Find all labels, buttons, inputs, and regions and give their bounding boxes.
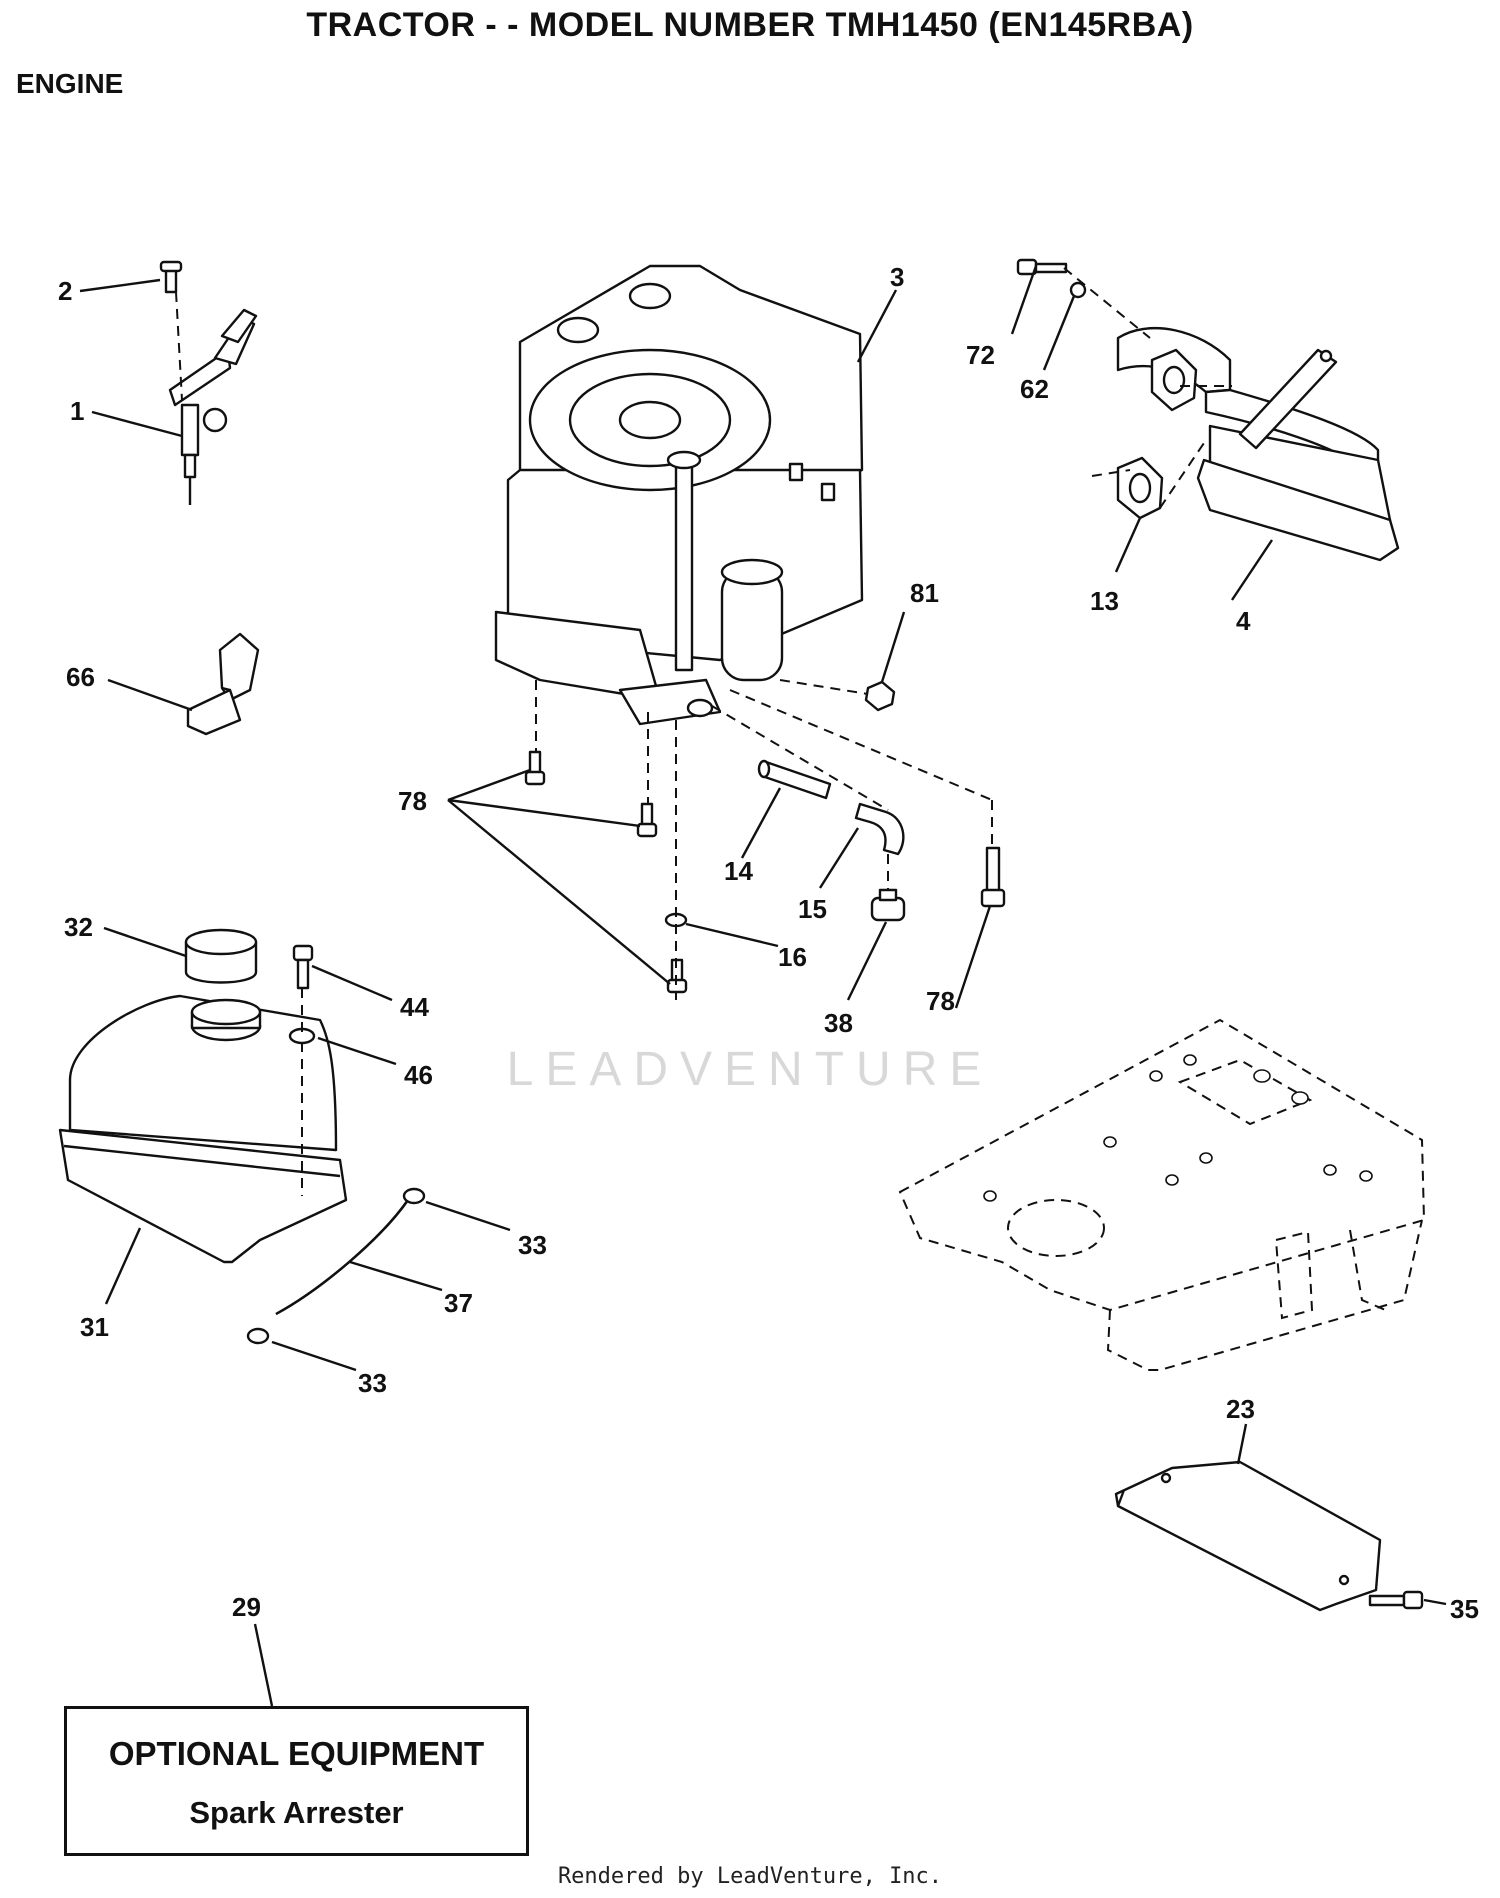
callout-33a: 33	[518, 1230, 547, 1260]
callout-66: 66	[66, 662, 95, 692]
gasket-part-13[interactable]	[1116, 456, 1164, 520]
callout-23: 23	[1226, 1394, 1255, 1424]
callout-78a: 78	[398, 786, 427, 816]
fuel-tank-part-31[interactable]	[58, 994, 348, 1264]
cap-part-38[interactable]	[870, 888, 906, 922]
callout-35: 35	[1450, 1594, 1479, 1624]
engine-part-3[interactable]	[494, 264, 864, 726]
fuel-cap-part-32[interactable]	[184, 928, 258, 984]
drain-pipe-part-14[interactable]	[757, 759, 832, 800]
bolt-part-72[interactable]	[1016, 258, 1068, 276]
callout-38: 38	[824, 1008, 853, 1038]
elbow-part-15[interactable]	[854, 802, 905, 856]
gasket-part-upper[interactable]	[1150, 348, 1198, 412]
callout-31: 31	[80, 1312, 109, 1342]
assembly-lines	[175, 267, 1232, 1196]
optional-equipment-item: Spark Arrester	[189, 1795, 404, 1830]
callout-32: 32	[64, 912, 93, 942]
leader-lines	[79, 265, 1447, 1707]
callout-labels: 1 2 3 4 13 14 15 16 23 29 31 32 33 33 35…	[58, 262, 1479, 1624]
optional-equipment-heading: OPTIONAL EQUIPMENT	[108, 1735, 485, 1772]
callout-2: 2	[58, 276, 72, 306]
watermark: LEADVENTURE	[506, 1043, 994, 1096]
callout-72: 72	[966, 340, 995, 370]
callout-1: 1	[70, 396, 84, 426]
callout-29: 29	[232, 1592, 261, 1622]
page-title: TRACTOR - - MODEL NUMBER TMH1450 (EN145R…	[306, 6, 1194, 44]
callout-33b: 33	[358, 1368, 387, 1398]
bracket-part-66[interactable]	[186, 632, 260, 736]
screw-part-44[interactable]	[292, 944, 314, 990]
callout-13: 13	[1090, 586, 1119, 616]
fuel-line-part-37[interactable]	[275, 1199, 409, 1316]
callout-16: 16	[778, 942, 807, 972]
callout-81: 81	[910, 578, 939, 608]
tractor-frame	[898, 1018, 1426, 1371]
callout-62: 62	[1020, 374, 1049, 404]
callout-37: 37	[444, 1288, 473, 1318]
bolt-part-78[interactable]	[524, 750, 1006, 994]
callout-3: 3	[890, 262, 904, 292]
footer-credit: Rendered by LeadVenture, Inc.	[557, 1864, 943, 1889]
cover-plate-part-23[interactable]	[1114, 1460, 1382, 1612]
nut-part-81[interactable]	[864, 680, 896, 712]
callout-78b: 78	[926, 986, 955, 1016]
screw-part-35[interactable]	[1368, 1590, 1424, 1610]
muffler-part-4[interactable]	[1116, 326, 1400, 562]
callout-15: 15	[798, 894, 827, 924]
callout-4: 4	[1236, 606, 1251, 636]
callout-46: 46	[404, 1060, 433, 1090]
throttle-control-part[interactable]	[159, 260, 258, 505]
hose-clamp-part-33[interactable]	[246, 1187, 426, 1345]
section-heading: ENGINE	[16, 68, 124, 99]
callout-14: 14	[724, 856, 753, 886]
optional-equipment-box: OPTIONAL EQUIPMENT Spark Arrester	[64, 1706, 529, 1856]
callout-44: 44	[400, 992, 429, 1022]
washer-part-62[interactable]	[1069, 281, 1087, 299]
